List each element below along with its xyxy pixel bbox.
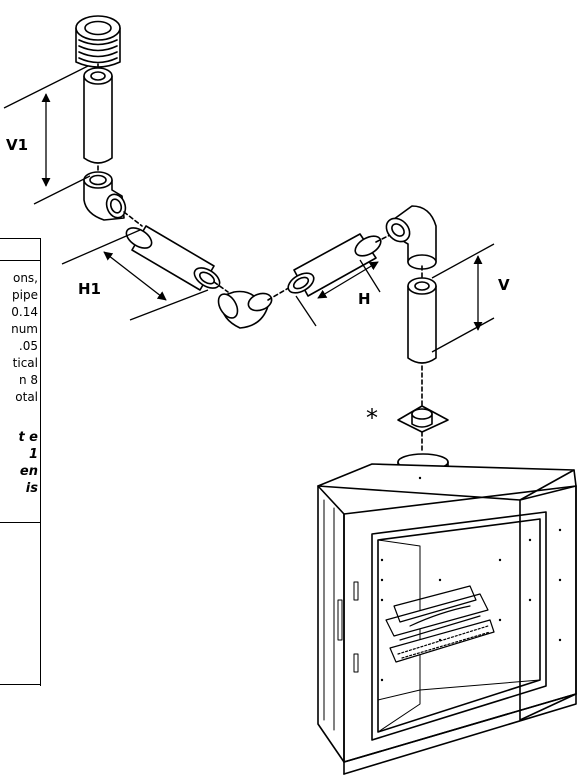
fireplace-unit	[317, 453, 577, 775]
text-fragment: ons,	[12, 271, 38, 285]
termination-cap-icon	[75, 15, 121, 68]
text-fragment: num	[11, 322, 38, 336]
rivet-dots	[380, 476, 562, 682]
text-fragment: n 8	[18, 373, 38, 387]
label-h1: H1	[78, 280, 101, 298]
bold-text-fragment: is	[25, 481, 38, 496]
horizontal-pipe-h1	[125, 225, 221, 291]
upper-elbow-icon	[83, 171, 127, 221]
panel-header-rule	[0, 260, 40, 261]
panel-top-rule	[0, 238, 40, 239]
text-fragment: otal	[15, 390, 38, 404]
text-fragment: 0.14	[11, 305, 38, 319]
dimension-v	[431, 243, 495, 353]
bold-text-fragment: en	[19, 464, 38, 479]
firestop-plate-icon	[397, 405, 449, 433]
text-fragment: pipe	[12, 288, 38, 302]
middle-elbow-icon	[217, 290, 273, 329]
panel-mid-rule	[0, 522, 40, 523]
dimension-h1	[61, 229, 209, 321]
instruction-text-panel: ons, pipe 0.14 num .05 tical n 8 otal t …	[0, 238, 41, 686]
text-fragment: tical	[12, 356, 38, 370]
vertical-pipe-v1	[83, 67, 113, 164]
bold-text-fragment: t e	[18, 430, 38, 445]
label-h: H	[358, 290, 371, 308]
dimension-v1	[3, 65, 91, 205]
text-fragment: .05	[18, 339, 38, 353]
label-v: V	[498, 276, 510, 294]
right-elbow-icon	[385, 205, 437, 270]
burner-logs-icon	[385, 585, 495, 663]
vertical-pipe-v	[407, 277, 437, 364]
panel-bottom-rule	[0, 684, 40, 685]
label-v1: V1	[6, 136, 29, 154]
horizontal-pipe-h	[287, 233, 382, 297]
dimension-h	[295, 259, 381, 327]
bold-text-fragment: 1	[28, 447, 38, 462]
asterisk-marker: *	[366, 404, 378, 432]
